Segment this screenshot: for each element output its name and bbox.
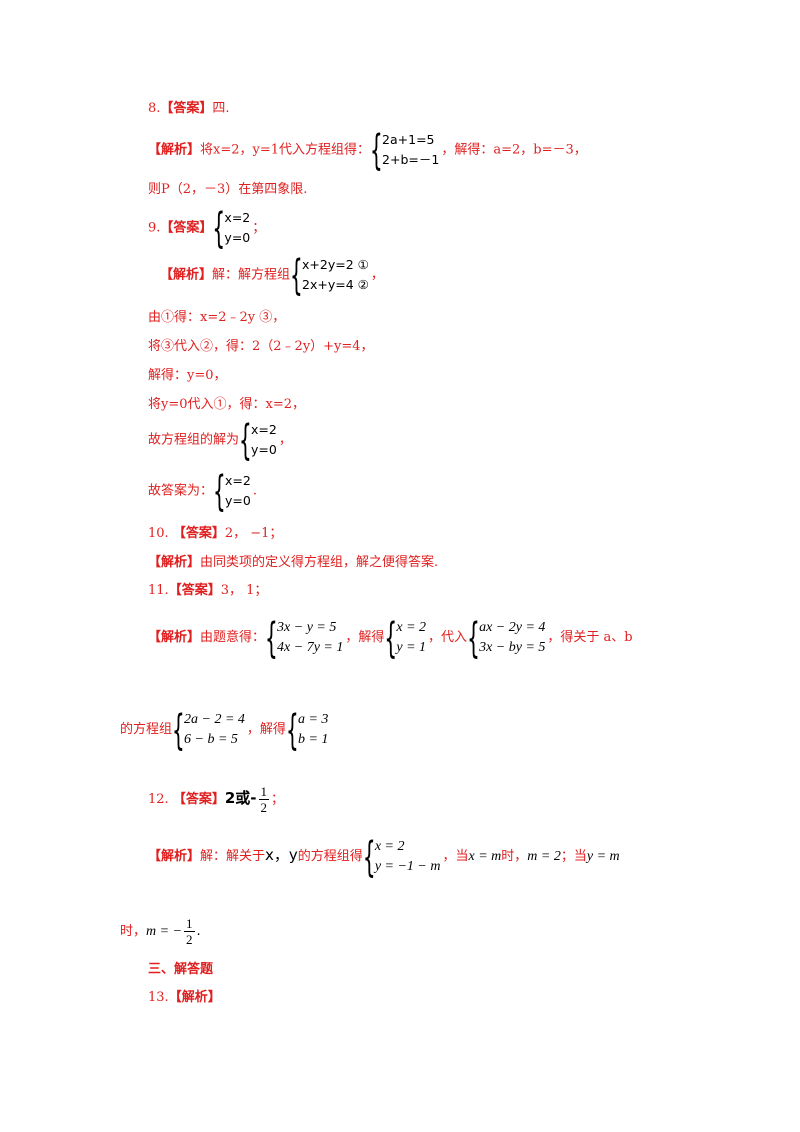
q9-step2: 将③代入②，得：2（2﹣2y）+y=4，	[148, 339, 374, 354]
q9-step6: 故答案为：x=2y=0.	[148, 471, 257, 511]
q11-system-1: 3x − y = 54x − 7y = 1	[267, 618, 343, 658]
q8-conclusion: 则P（2，－3）在第四象限.	[148, 182, 308, 197]
q9-step4: 将y=0代入①，得：x=2，	[148, 397, 306, 412]
q8-equation-system: 2a+1=52+b=－1	[372, 130, 439, 170]
q9-final-system: x=2y=0	[215, 471, 251, 511]
q11-system-5: a = 3b = 1	[288, 710, 328, 750]
q12-analysis-line: 【解析】解：解关于x，y的方程组得x = 2y = −1 − m，当x = m时…	[148, 830, 620, 880]
q9-answer-line: 9.【答案】x=2y=0；	[148, 208, 265, 248]
section-heading: 三、解答题	[148, 962, 214, 977]
q9-step1: 由①得：x=2﹣2y ③，	[148, 310, 286, 325]
q10-answer-line: 10. 【答案】2， −1；	[148, 526, 283, 541]
q13-line: 13.【解析】	[148, 990, 221, 1005]
q8-answer-line: 8.【答案】四.	[148, 101, 230, 116]
q12-system: x = 2y = −1 − m	[365, 837, 441, 877]
q11-system-4: 2a − 2 = 46 − b = 5	[174, 710, 245, 750]
q9-analysis-line: 【解析】解：解方程组x+2y=2 ①2x+y=4 ②，	[160, 255, 384, 295]
q11-answer-line: 11.【答案】3， 1；	[148, 583, 268, 598]
q9-step3: 解得：y=0，	[148, 368, 227, 383]
q9-step5: 故方程组的解为x=2y=0，	[148, 420, 292, 460]
q9-answer-system: x=2y=0	[214, 208, 250, 248]
q11-analysis-line-2: 的方程组2a − 2 = 46 − b = 5，解得a = 3b = 1	[120, 705, 330, 755]
q9-solution-system: x=2y=0	[241, 420, 277, 460]
q11-system-2: x = 2y = 1	[386, 618, 426, 658]
q9-equation-system: x+2y=2 ①2x+y=4 ②	[292, 255, 369, 295]
q11-system-3: ax − 2y = 43x − by = 5	[469, 618, 545, 658]
q8-analysis-line: 【解析】将x=2，y=1代入方程组得：2a+1=52+b=－1，解得：a=2，b…	[148, 130, 587, 170]
q10-analysis-line: 【解析】由同类项的定义得方程组，解之便得答案.	[148, 555, 439, 570]
q11-analysis-line: 【解析】由题意得：3x − y = 54x − 7y = 1，解得x = 2y …	[148, 613, 633, 663]
